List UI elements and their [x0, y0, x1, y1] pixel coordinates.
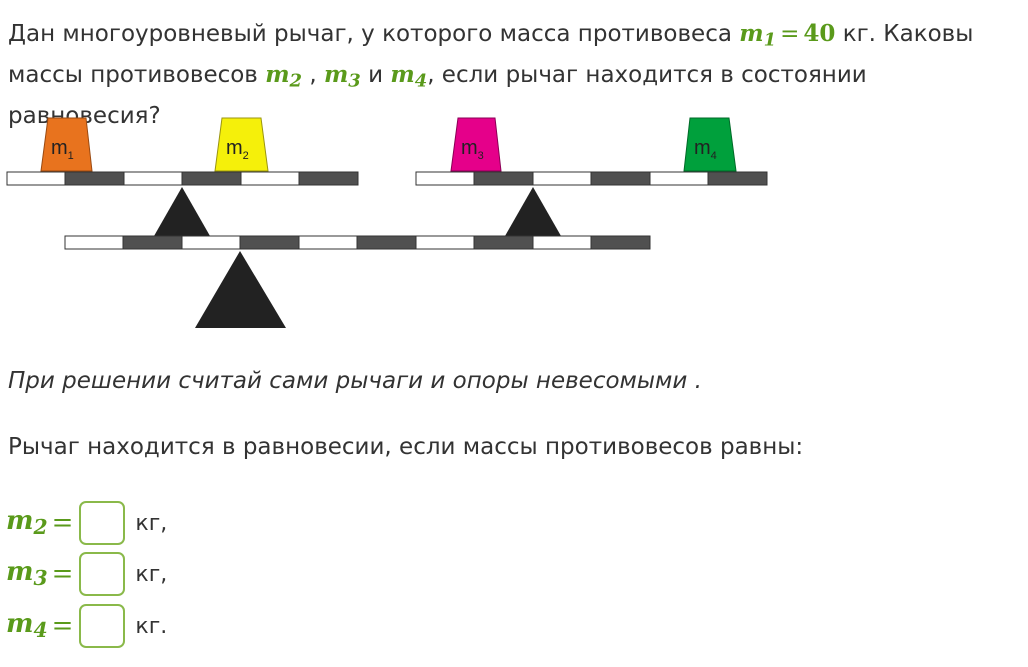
lever-diagram: m1 m2 m3 m4 — [6, 117, 768, 328]
prompt-text: Рычаг находится в равновесии, если массы… — [8, 434, 804, 460]
weight-m1: m1 — [40, 117, 93, 172]
unit-label: кг, — [135, 510, 168, 536]
var-m1: m1 — [739, 20, 777, 51]
upper-left-lever — [6, 171, 359, 186]
unit-label: кг, — [135, 561, 168, 587]
weight-m1-label: m1 — [51, 137, 74, 162]
var-m4: m4 — [390, 61, 428, 92]
lower-lever — [64, 235, 651, 250]
weight-m4-body — [683, 117, 737, 172]
upper-right-lever — [415, 171, 768, 186]
question-text: Дан многоуровневый рычаг, у которого мас… — [8, 20, 974, 129]
m3-answer-input[interactable] — [79, 552, 126, 596]
weight-m3-body — [450, 117, 502, 172]
unit-label: кг. — [135, 613, 168, 639]
weight-m4-label: m4 — [694, 137, 717, 162]
weight-m4: m4 — [683, 117, 737, 172]
var-m3: m3 — [323, 61, 361, 92]
weight-m1-body — [40, 117, 93, 172]
answer-row-m3: m3 = кг, — [6, 549, 167, 599]
var-m2: m2 — [265, 61, 303, 92]
weight-m2-body — [214, 117, 269, 172]
upper-right-support — [505, 187, 561, 236]
weight-m3: m3 — [450, 117, 502, 172]
m4-answer-input[interactable] — [79, 604, 126, 648]
weight-m2: m2 — [214, 117, 269, 172]
answer-row-m4: m4 = кг. — [6, 601, 167, 651]
m1-value: 40 — [803, 20, 836, 47]
note-text: При решении считай сами рычаги и опоры н… — [8, 368, 702, 394]
m2-answer-input[interactable] — [79, 501, 126, 545]
main-support — [195, 251, 286, 328]
answer-row-m2: m2 = кг, — [6, 498, 167, 548]
weight-m2-label: m2 — [226, 137, 249, 162]
answer-var-m4: m4 — [6, 609, 48, 643]
answer-var-m2: m2 — [6, 506, 48, 540]
weight-m3-label: m3 — [461, 137, 484, 162]
answer-var-m3: m3 — [6, 557, 48, 591]
upper-left-support — [154, 187, 210, 236]
